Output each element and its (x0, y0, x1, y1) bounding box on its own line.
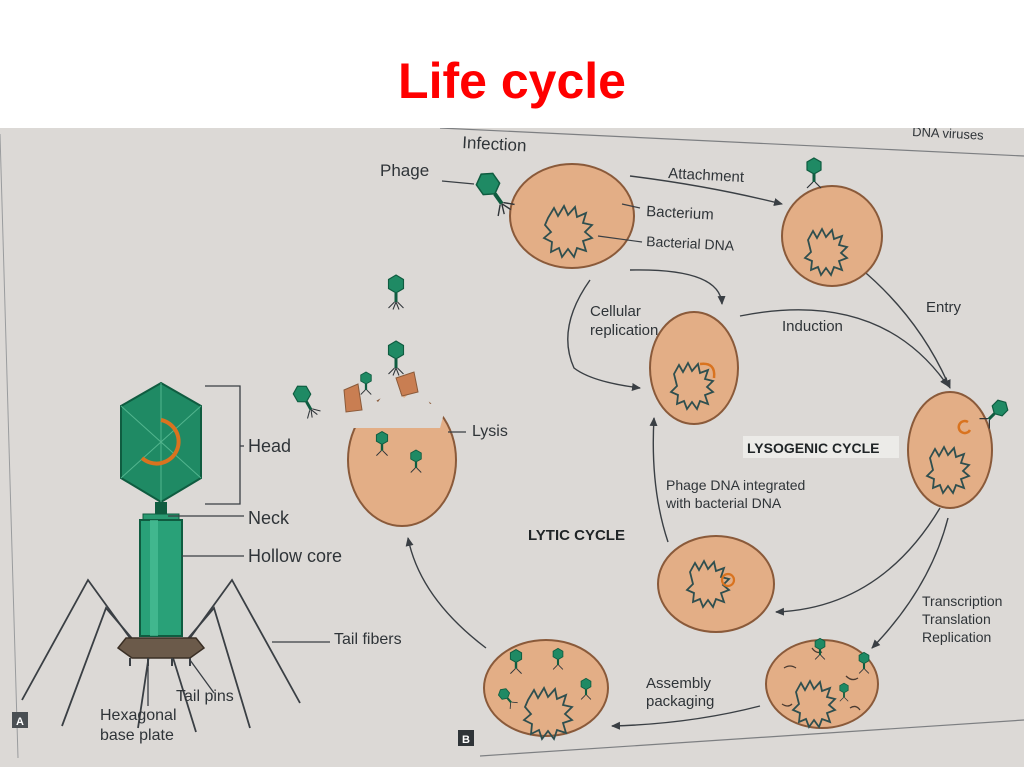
bacterium-lysis (343, 371, 457, 527)
label-neck: Neck (248, 508, 290, 528)
tail-pins (129, 658, 191, 666)
arrow-to-integrated (629, 269, 726, 305)
bacterium-infection (509, 163, 635, 269)
panel-b-badge-text: B (462, 734, 470, 746)
phage-life-cycle-figure: DNA viruses (0, 128, 1024, 767)
label-tail-pins: Tail pins (176, 688, 234, 705)
label-translation: Translation (922, 611, 991, 627)
slide-title: Life cycle (398, 53, 626, 109)
label-assembly: Assembly (646, 675, 712, 692)
label-integrated-2: with bacterial DNA (665, 495, 782, 511)
label-lysis: Lysis (472, 423, 508, 440)
arrow-assembly (611, 705, 761, 730)
label-transcription: Transcription (922, 593, 1002, 609)
panel-a-badge (12, 712, 28, 728)
bacterium-prophage (649, 311, 739, 425)
label-replication: Replication (922, 629, 991, 645)
label-lysogenic-cycle: LYSOGENIC CYCLE (747, 440, 880, 456)
bacterium-integrated (657, 535, 775, 633)
infecting-phage (472, 167, 517, 219)
label-cellular: Cellular (590, 303, 641, 320)
panel-a-badge-text: A (16, 716, 24, 728)
arrow-lysis (405, 537, 487, 649)
bacterium-replicating (765, 637, 879, 729)
label-entry: Entry (926, 299, 962, 316)
bacterium-entry (907, 391, 993, 509)
label-head: Head (248, 436, 291, 456)
label-induction: Induction (782, 318, 843, 335)
lysogenic-label-box (743, 436, 899, 458)
figure-canvas: DNA viruses (0, 128, 1024, 759)
phage-structure-panel: Head Neck Hollow core Tail fibers Tail p… (12, 381, 402, 744)
label-packaging: packaging (646, 693, 714, 710)
life-cycle-panel: Infection Phage Attachment Bacterium Bac… (290, 133, 1012, 746)
phage-sheath (139, 519, 183, 637)
hexagonal-base-plate (116, 637, 206, 659)
label-infection: Infection (462, 133, 527, 155)
released-phage-3 (290, 381, 322, 421)
arrow-attachment (629, 175, 783, 206)
label-attachment: Attachment (668, 165, 745, 186)
label-replication-cell: replication (590, 322, 658, 339)
arrow-excision (649, 417, 669, 543)
bacterium-assembly (483, 639, 609, 741)
released-phage-1 (387, 274, 405, 311)
released-phage-2 (387, 340, 405, 377)
label-tail-fibers: Tail fibers (334, 631, 402, 648)
arrow-induction (739, 309, 949, 387)
arrow-cellular-replication (567, 279, 641, 391)
phage-neck (155, 502, 167, 514)
arrow-transcription (871, 517, 949, 649)
arrow-integrate (775, 507, 941, 616)
corner-header-text: DNA viruses (912, 128, 985, 143)
label-base-plate: base plate (100, 727, 174, 744)
panel-b-badge (458, 730, 474, 746)
page-edge-left (0, 133, 19, 759)
page-rule-top (439, 128, 1024, 157)
label-integrated-1: Phage DNA integrated (666, 477, 805, 493)
attached-phage (806, 157, 822, 189)
label-lytic-cycle: LYTIC CYCLE (528, 527, 625, 544)
page-rule-bottom (479, 719, 1024, 757)
label-bacterium: Bacterium (646, 203, 714, 224)
phage-dna (140, 418, 181, 466)
label-hexagonal: Hexagonal (100, 707, 177, 724)
arrow-entry (859, 267, 951, 389)
label-bacterial-dna: Bacterial DNA (646, 233, 735, 254)
label-phage: Phage (380, 161, 429, 180)
bacterium-attachment (781, 185, 883, 287)
label-hollow-core: Hollow core (248, 546, 342, 566)
